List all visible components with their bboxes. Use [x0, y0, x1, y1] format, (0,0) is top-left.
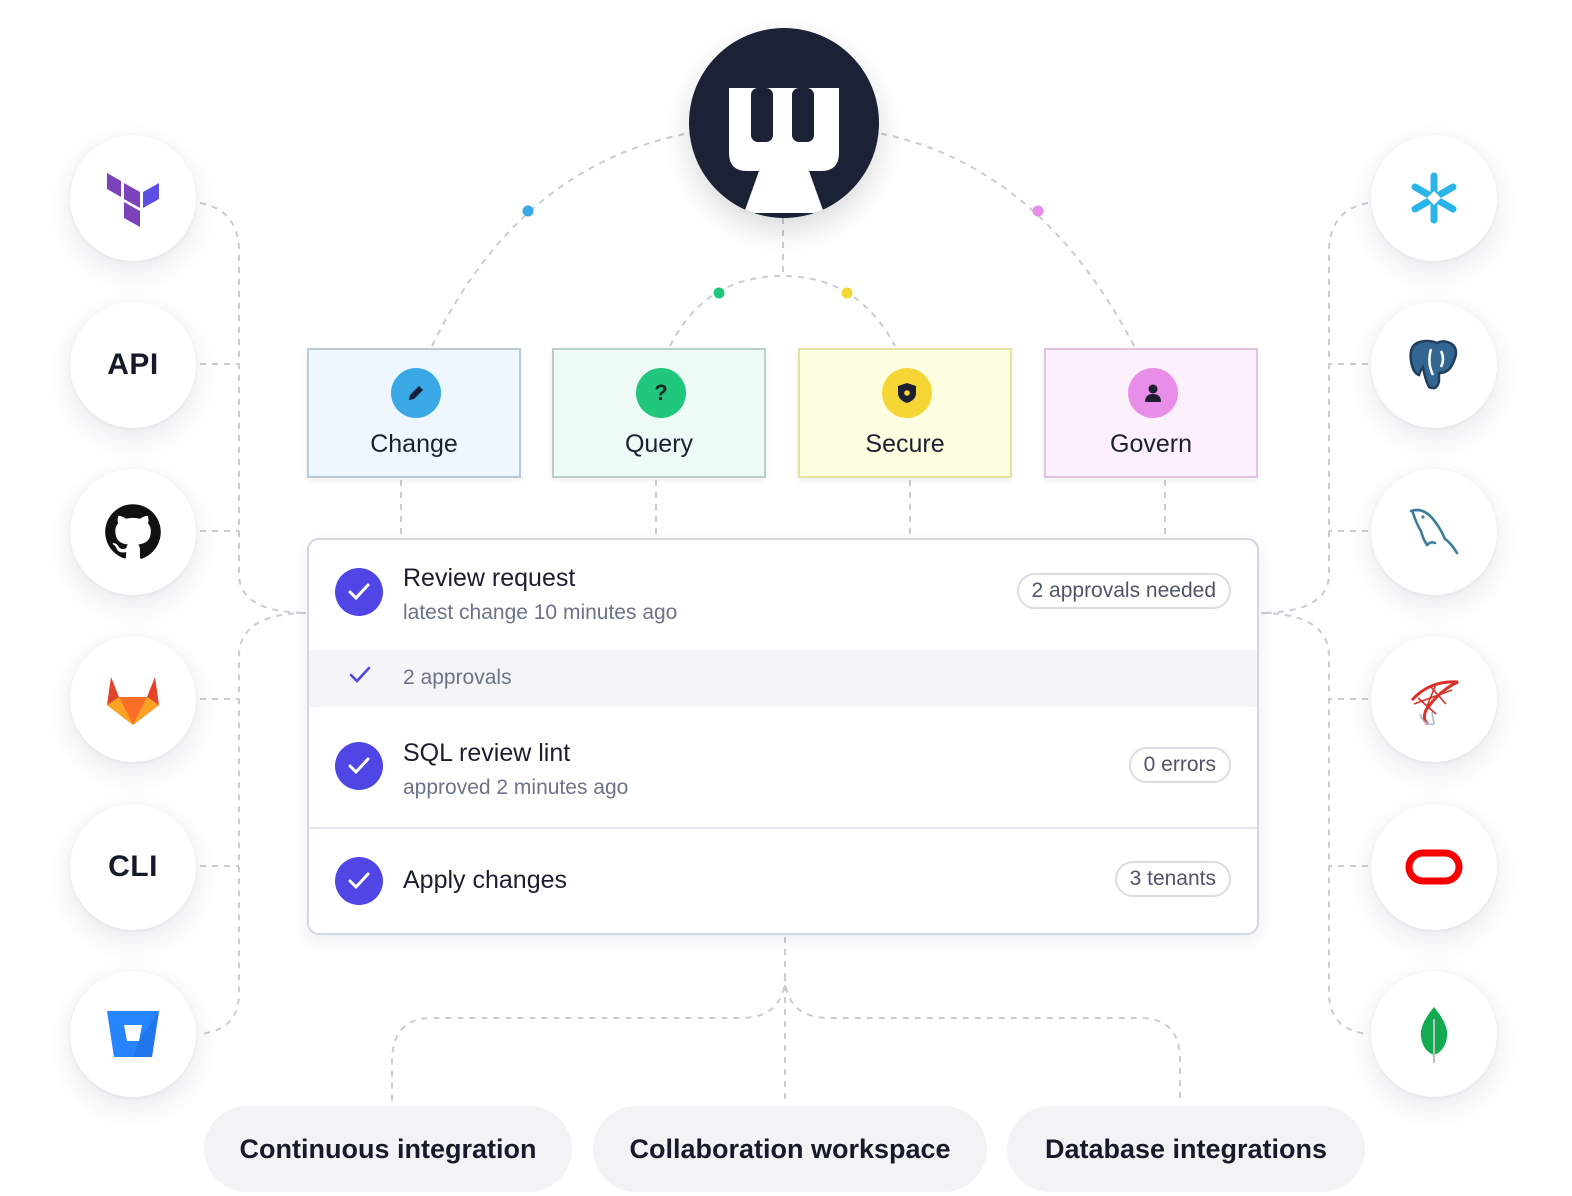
api-label: API [107, 348, 159, 381]
apply-changes-row[interactable]: Apply changes 3 tenants [309, 829, 1257, 933]
api-icon[interactable]: API [70, 302, 196, 428]
continuous-integration-label: Continuous integration [204, 1106, 572, 1192]
postgresql-icon[interactable] [1371, 302, 1497, 428]
category-secure[interactable]: Secure [798, 348, 1012, 478]
check-icon [349, 666, 371, 689]
row-title: Review request [403, 564, 576, 592]
category-query[interactable]: ? Query [552, 348, 766, 478]
terraform-icon[interactable] [70, 135, 196, 261]
review-request-row[interactable]: Review request latest change 10 minutes … [309, 540, 1257, 650]
row-subtitle: approved 2 minutes ago [403, 776, 629, 799]
snowflake-icon[interactable] [1371, 135, 1497, 261]
category-label: Change [370, 430, 458, 458]
gitlab-icon[interactable] [70, 636, 196, 762]
dot-secure [841, 287, 853, 299]
check-circle-icon [335, 857, 383, 905]
pencil-icon [391, 368, 441, 418]
approvals-row[interactable]: 2 approvals [309, 650, 1257, 707]
user-icon [1128, 368, 1178, 418]
sql-server-icon[interactable] [1371, 636, 1497, 762]
category-govern[interactable]: Govern [1044, 348, 1258, 478]
review-panel: Review request latest change 10 minutes … [307, 538, 1259, 935]
check-circle-icon [335, 568, 383, 616]
cli-icon[interactable]: CLI [70, 804, 196, 930]
database-integrations-label: Database integrations [1007, 1106, 1365, 1192]
bitbucket-icon[interactable] [70, 971, 196, 1097]
dot-query [713, 287, 725, 299]
dot-change [522, 205, 534, 217]
category-label: Govern [1110, 430, 1192, 458]
status-badge: 0 errors [1128, 747, 1231, 783]
check-circle-icon [335, 742, 383, 790]
status-badge: 3 tenants [1114, 861, 1231, 897]
mysql-icon[interactable] [1371, 469, 1497, 595]
category-label: Secure [865, 430, 945, 458]
question-icon: ? [636, 368, 686, 418]
status-badge: 2 approvals needed [1016, 573, 1231, 609]
mongodb-icon[interactable] [1371, 971, 1497, 1097]
github-icon[interactable] [70, 469, 196, 595]
category-change[interactable]: Change [307, 348, 521, 478]
category-label: Query [624, 430, 694, 458]
dot-govern [1032, 205, 1044, 217]
row-subtitle: latest change 10 minutes ago [403, 601, 678, 624]
shield-icon [882, 368, 932, 418]
row-title: SQL review lint [403, 739, 571, 767]
oracle-icon[interactable] [1371, 804, 1497, 930]
row-title: 2 approvals [403, 666, 512, 689]
collaboration-workspace-label: Collaboration workspace [593, 1106, 987, 1192]
bytebase-logo [689, 28, 879, 218]
sql-review-row[interactable]: SQL review lint approved 2 minutes ago 0… [309, 707, 1257, 829]
cli-label: CLI [108, 850, 158, 883]
row-title: Apply changes [403, 866, 568, 894]
